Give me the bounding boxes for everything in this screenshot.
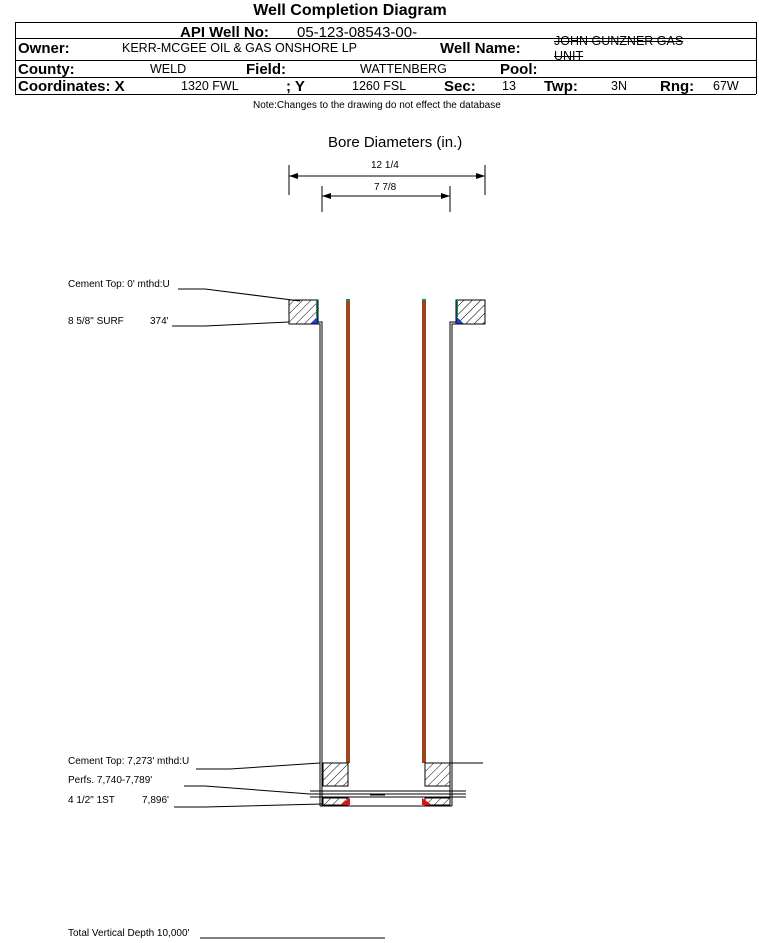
county-label: County: [18, 61, 75, 78]
surface-casing-depth-label: 374' [150, 316, 169, 327]
api-value: 05-123-08543-00- [297, 24, 418, 41]
production-cement-upper [322, 762, 451, 787]
cement-top-production-label: Cement Top: 7,273' mthd:U [68, 756, 190, 767]
production-casing-shoe [322, 797, 451, 806]
twp-label: Twp: [544, 78, 578, 95]
twp-value: 3N [611, 79, 627, 93]
tubing-right [422, 299, 426, 763]
bore-dimension-inner [321, 186, 451, 212]
header-rule-1 [15, 38, 756, 39]
cement-top-surface-label: Cement Top: 0' mthd:U [68, 279, 170, 290]
surface-cement-right [455, 299, 486, 325]
api-label: API Well No: [180, 24, 269, 41]
database-note: Note:Changes to the drawing do not effec… [253, 100, 501, 111]
coord-y-value: 1260 FSL [352, 79, 407, 93]
perforations [310, 790, 466, 798]
tubing-left [346, 299, 350, 763]
coord-y-label: ; Y [286, 78, 305, 95]
surface-casing-size-label: 8 5/8" SURF [68, 316, 124, 327]
coord-x-value: 1320 FWL [181, 79, 239, 93]
header-rule-2 [15, 60, 756, 61]
sec-label: Sec: [444, 78, 476, 95]
production-casing-size-label: 4 1/2" 1ST [68, 795, 115, 806]
bore-dimension-outer [288, 165, 486, 195]
bore-outer-diameter: 12 1/4 [371, 160, 399, 171]
header-rule-3 [15, 77, 756, 78]
county-value: WELD [150, 62, 187, 76]
field-label: Field: [246, 61, 286, 78]
header-border-left [15, 22, 16, 94]
bore-inner-diameter: 7 7/8 [374, 182, 397, 193]
coordinates-label: Coordinates: X [18, 78, 125, 95]
rng-label: Rng: [660, 78, 695, 95]
borehole-walls [289, 300, 485, 807]
sec-value: 13 [502, 79, 516, 93]
well-name-value-line2: UNIT [554, 49, 584, 63]
owner-value: KERR-MCGEE OIL & GAS ONSHORE LP [122, 41, 358, 55]
total-vertical-depth-label: Total Vertical Depth 10,000' [68, 928, 190, 939]
well-name-label: Well Name: [440, 40, 521, 57]
header-rule-bottom [15, 94, 756, 95]
pool-label: Pool: [500, 61, 538, 78]
header-border-right [756, 22, 757, 94]
header-rule-top [15, 22, 756, 23]
bore-diameters-title: Bore Diameters (in.) [328, 134, 463, 151]
perforations-label: Perfs. 7,740-7,789' [68, 775, 153, 786]
page-title: Well Completion Diagram [253, 2, 447, 19]
field-value: WATTENBERG [360, 62, 447, 76]
owner-label: Owner: [18, 40, 70, 57]
leader-lines [172, 288, 483, 939]
well-name-value-line1: JOHN GUNZNER GAS [554, 34, 684, 48]
rng-value: 67W [713, 79, 739, 93]
production-casing-depth-label: 7,896' [142, 795, 169, 806]
surface-cement-left [288, 299, 319, 325]
